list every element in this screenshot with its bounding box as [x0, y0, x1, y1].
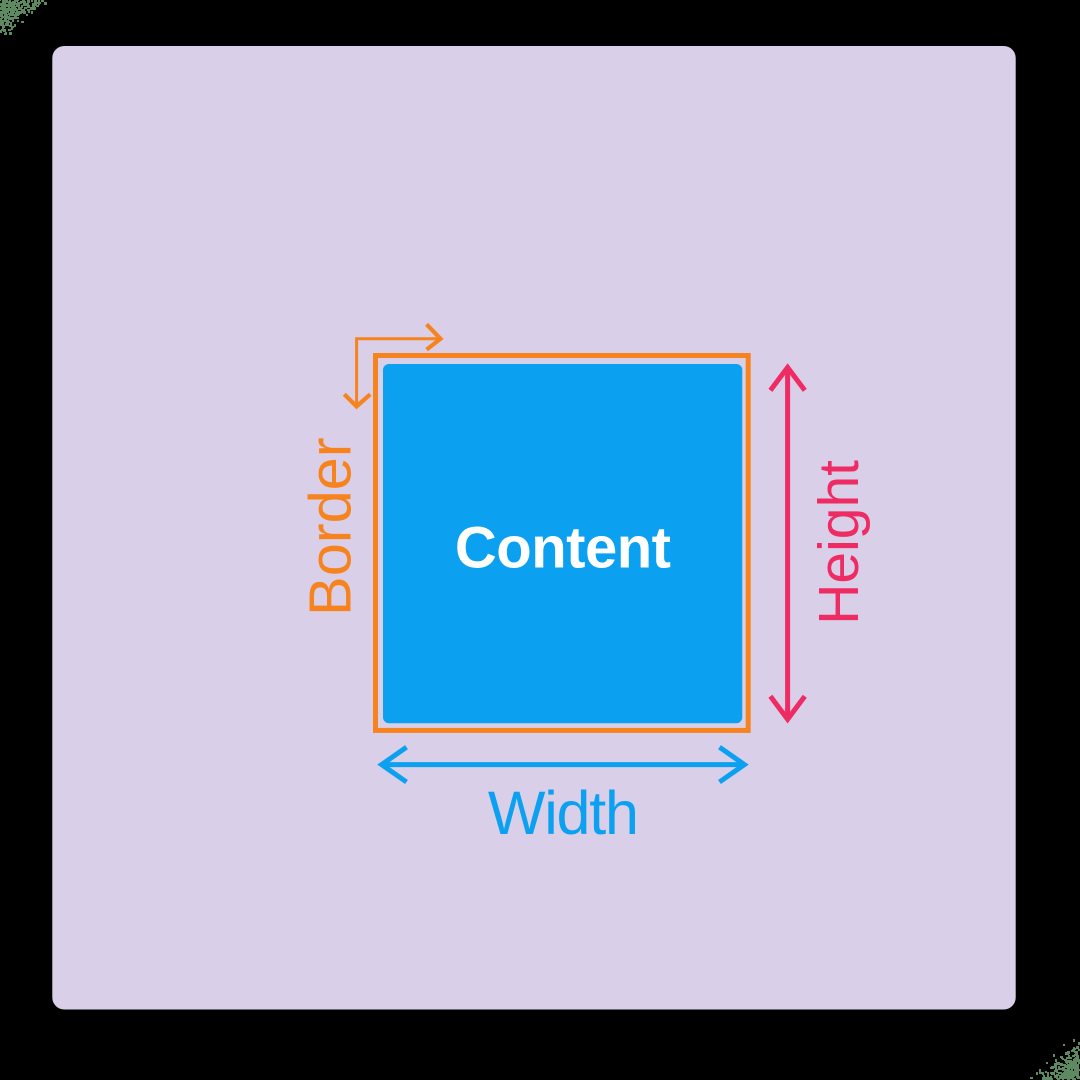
- svg-text:Height: Height: [807, 460, 871, 625]
- svg-text:Content: Content: [455, 515, 671, 580]
- svg-text:Border: Border: [296, 437, 363, 616]
- svg-text:Width: Width: [488, 779, 638, 847]
